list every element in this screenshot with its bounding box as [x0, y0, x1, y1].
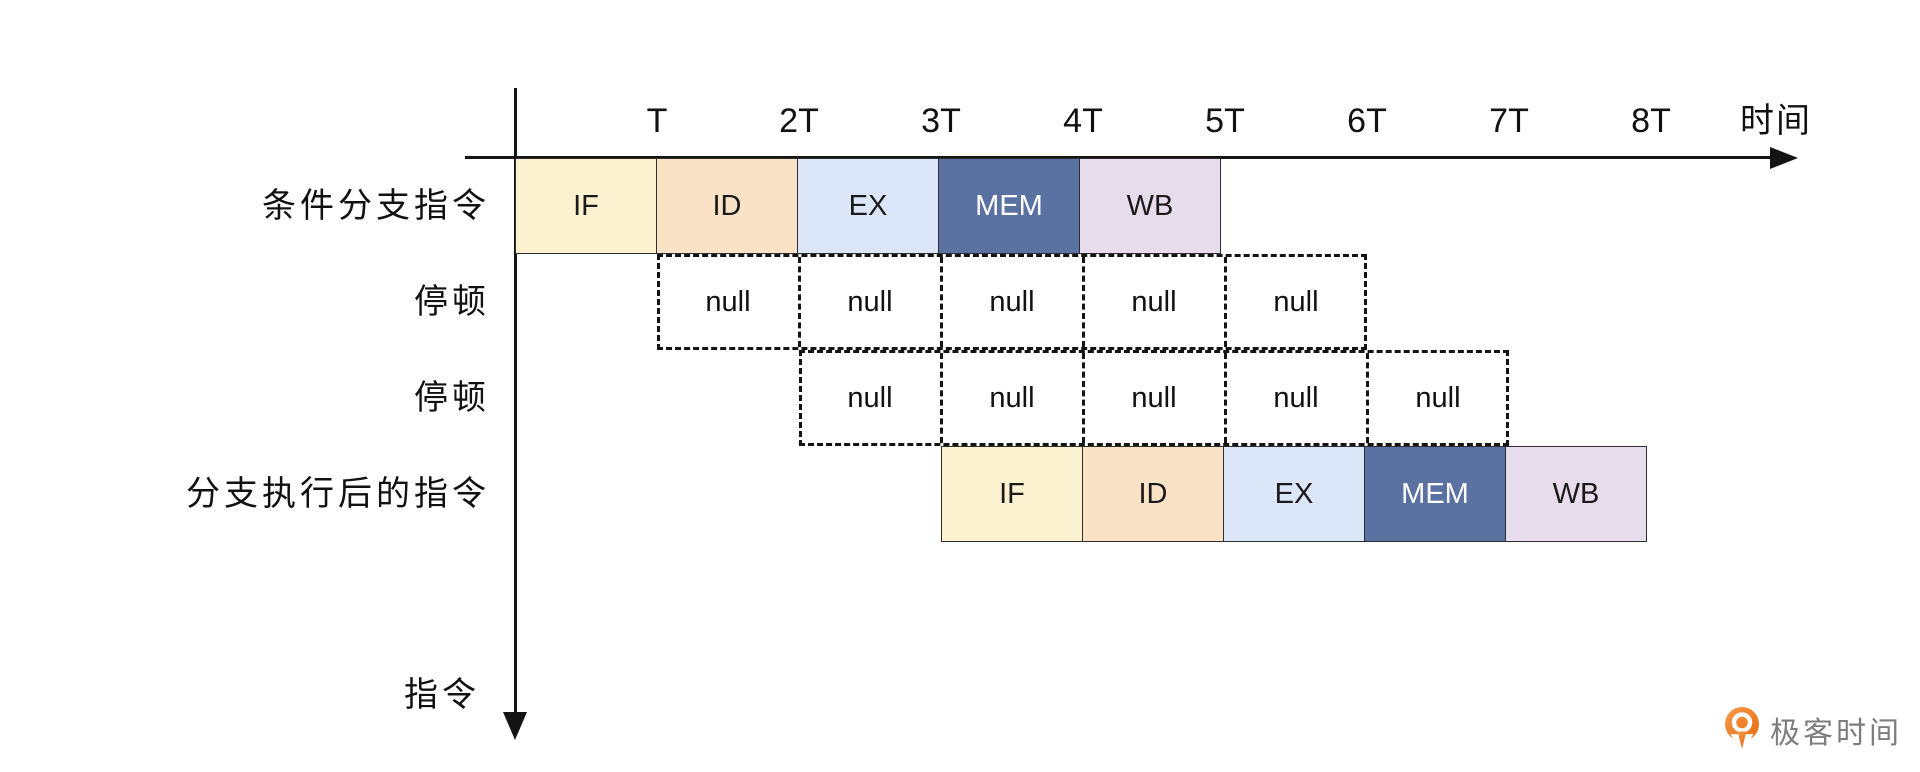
stage-cell-ex: EX [797, 158, 939, 254]
stage-cell-mem: MEM [938, 158, 1080, 254]
stall-cell-divider [1223, 353, 1227, 443]
time-tick-label: 2T [779, 102, 819, 140]
instruction-axis-arrow-icon [503, 712, 527, 740]
stall-cell: null [705, 285, 751, 318]
stall-cell-divider [939, 353, 943, 443]
stall-cell: null [1273, 285, 1319, 318]
stall-cell: null [1415, 381, 1461, 414]
stall-cell: null [1131, 285, 1177, 318]
stall-cell-divider [1081, 353, 1085, 443]
stall-cell: null [847, 381, 893, 414]
stage-cell-if: IF [515, 158, 657, 254]
stall-cell: null [989, 285, 1035, 318]
stall-cell: null [1131, 381, 1177, 414]
stage-cell-mem: MEM [1364, 446, 1506, 542]
stall-cell: null [989, 381, 1035, 414]
time-tick-label: T [646, 102, 668, 140]
instruction-axis-line [514, 88, 517, 716]
stage-cell-if: IF [941, 446, 1083, 542]
time-axis-line [465, 156, 1775, 159]
time-tick-label: 5T [1205, 102, 1245, 140]
stage-cell-ex: EX [1223, 446, 1365, 542]
stage-cell-id: ID [656, 158, 798, 254]
stall-cell-divider [797, 257, 801, 347]
stall-cell: null [1273, 381, 1319, 414]
stall-cell: null [847, 285, 893, 318]
stall-cell-divider [939, 257, 943, 347]
time-tick-label: 4T [1063, 102, 1103, 140]
watermark-text: 极客时间 [1770, 717, 1902, 750]
stall-row: null null null null null [657, 254, 1367, 350]
time-axis-label: 时间 [1740, 102, 1812, 140]
stall-cell-divider [1365, 353, 1369, 443]
time-tick-label: 8T [1631, 102, 1671, 140]
watermark: 极客时间 [1724, 706, 1902, 754]
row-label: 停顿 [414, 379, 490, 417]
instruction-axis-label: 指令 [404, 676, 480, 714]
time-tick-label: 6T [1347, 102, 1387, 140]
geektime-logo-icon [1725, 707, 1759, 753]
row-label: 分支执行后的指令 [186, 475, 490, 513]
stall-row: null null null null null [799, 350, 1509, 446]
row-label: 条件分支指令 [262, 187, 490, 225]
stage-cell-wb: WB [1079, 158, 1221, 254]
stall-cell-divider [1081, 257, 1085, 347]
stage-cell-id: ID [1082, 446, 1224, 542]
time-axis-arrow-icon [1770, 147, 1798, 169]
time-tick-label: 7T [1489, 102, 1529, 140]
row-label: 停顿 [414, 283, 490, 321]
time-tick-label: 3T [921, 102, 961, 140]
stage-cell-wb: WB [1505, 446, 1647, 542]
stall-cell-divider [1223, 257, 1227, 347]
